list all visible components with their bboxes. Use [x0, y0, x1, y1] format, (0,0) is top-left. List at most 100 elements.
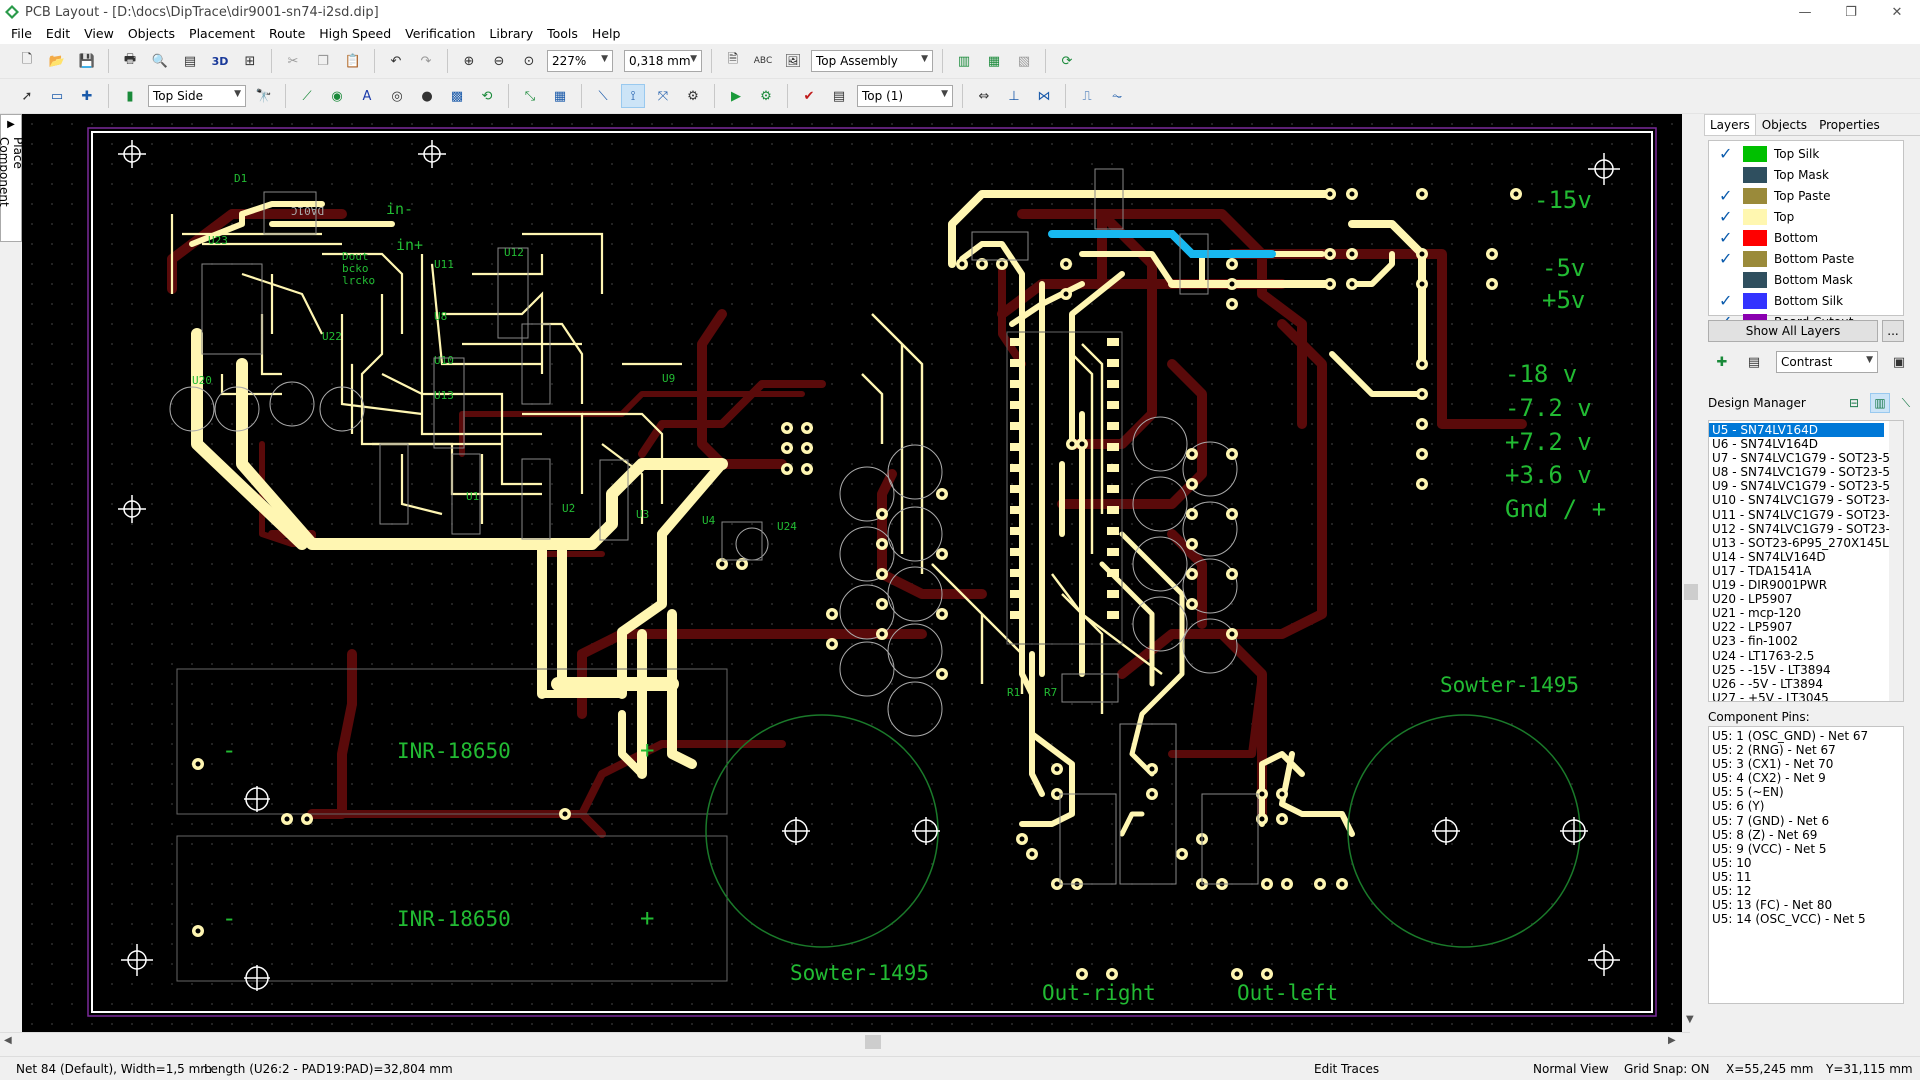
save-icon[interactable]: 💾 [78, 53, 96, 69]
minimize-button[interactable]: — [1798, 4, 1812, 20]
component-list-item[interactable]: U7 - SN74LVC1G79 - SOT23-5 [1712, 451, 1890, 466]
menu-placement[interactable]: Placement [189, 26, 255, 41]
find-icon[interactable]: 🔭 [255, 88, 273, 104]
view-mode-select[interactable]: Top Assembly▼ [811, 50, 933, 72]
add-layer-icon[interactable]: ✚ [1716, 354, 1728, 370]
component-list-item[interactable]: U24 - LT1763-2.5 [1712, 648, 1815, 663]
3d-view-icon[interactable]: 3D [211, 54, 229, 68]
pointer-icon[interactable]: ➚ [21, 88, 33, 104]
show-all-layers-button[interactable]: Show All Layers [1708, 320, 1878, 342]
vertical-scroll-thumb[interactable] [1684, 584, 1698, 600]
zoom-fit-icon[interactable]: ⊙ [523, 53, 535, 69]
menu-objects[interactable]: Objects [127, 26, 176, 41]
component-list-item[interactable]: U5 - SN74LV164D [1709, 423, 1884, 438]
unroute-icon[interactable]: ⤧ [657, 88, 669, 104]
origin-icon[interactable]: ✚ [81, 88, 93, 104]
tab-objects[interactable]: Objects [1761, 118, 1808, 132]
component-list-item[interactable]: U26 - -5V - LT3894 [1712, 676, 1824, 691]
spell-check-icon[interactable]: ABC [753, 56, 773, 66]
layer-color-swatch[interactable] [1743, 292, 1767, 309]
cut-icon[interactable]: ✂ [287, 53, 299, 69]
component-list-item[interactable]: U23 - fin-1002 [1712, 634, 1799, 649]
pin-list-item[interactable]: U5: 13 (FC) - Net 80 [1712, 898, 1833, 913]
components-view-icon[interactable]: ▥ [1870, 393, 1890, 413]
net-check-icon[interactable]: ▤ [832, 88, 846, 104]
restore-button[interactable]: ❐ [1845, 4, 1857, 20]
pin-list-item[interactable]: U5: 10 [1712, 855, 1752, 870]
layer-row[interactable]: ✓Bottom [1709, 227, 1903, 248]
panelize-icon[interactable]: ⊞ [244, 53, 256, 69]
zoom-in-icon[interactable]: ⊕ [463, 53, 475, 69]
layer-row[interactable]: ✓Bottom Paste [1709, 248, 1903, 269]
layer-visible-checkbox[interactable]: ✓ [1719, 248, 1733, 268]
scroll-right-icon[interactable]: ▶ [1668, 1035, 1676, 1046]
grid-icon[interactable]: ▦ [553, 88, 567, 104]
layer-row[interactable]: ✓Top Silk [1709, 143, 1903, 164]
filter-icon[interactable]: ⊟ [1848, 396, 1860, 410]
component-list-item[interactable]: U6 - SN74LV164D [1712, 437, 1818, 452]
component-list-item[interactable]: U12 - SN74LVC1G79 - SOT23-5 [1712, 521, 1898, 536]
layer-row[interactable]: Top Mask [1709, 164, 1903, 185]
copper-pour-icon[interactable]: ▩ [450, 88, 464, 104]
layer-visible-checkbox[interactable]: ✓ [1719, 206, 1733, 226]
layers-icon[interactable]: ▮ [126, 88, 134, 104]
selected-trace[interactable] [1048, 230, 1276, 258]
component-list-item[interactable]: U8 - SN74LVC1G79 - SOT23-5 [1712, 465, 1890, 480]
compare-icon[interactable]: ▧ [1017, 53, 1031, 69]
manual-route-icon[interactable]: ⟍ [598, 88, 608, 104]
pin-list-item[interactable]: U5: 11 [1712, 869, 1752, 884]
print-preview-icon[interactable]: 🔍 [151, 53, 169, 69]
via-icon[interactable]: ◎ [391, 88, 403, 104]
export-icon[interactable]: ▤ [183, 53, 197, 69]
layer-row[interactable]: ✓Top [1709, 206, 1903, 227]
differential-pair-icon[interactable]: ⊥ [1008, 88, 1020, 104]
zoom-out-icon[interactable]: ⊖ [493, 53, 505, 69]
component-list-item[interactable]: U19 - DIR9001PWR [1712, 578, 1828, 593]
component-list-item[interactable]: U22 - LP5907 [1712, 620, 1793, 635]
menu-help[interactable]: Help [591, 26, 621, 41]
redo-icon[interactable]: ↷ [420, 53, 432, 69]
properties-icon[interactable]: 🗎 [727, 52, 739, 67]
pin-list-item[interactable]: U5: 5 (~EN) [1712, 785, 1784, 800]
pcb-canvas[interactable]: -15v -5v +5v -18 v -7.2 v +7.2 v +3.6 v … [22, 114, 1682, 1032]
pad-icon[interactable]: ◉ [331, 88, 343, 104]
route-icon[interactable]: ⟋ [302, 88, 312, 104]
component-list-item[interactable]: U27 - +5V - LT3045 [1712, 690, 1829, 702]
meander-icon[interactable]: ⋈ [1037, 88, 1051, 104]
layer-row[interactable]: ✓Top Paste [1709, 185, 1903, 206]
ruler-icon[interactable]: ⤡ [524, 88, 536, 104]
menu-route[interactable]: Route [268, 26, 306, 41]
check-design-icon[interactable]: ✔ [803, 88, 815, 104]
component-list-item[interactable]: U20 - LP5907 [1712, 592, 1793, 607]
menu-edit[interactable]: Edit [45, 26, 71, 41]
pin-list-item[interactable]: U5: 3 (CX1) - Net 70 [1712, 757, 1834, 772]
menu-file[interactable]: File [11, 26, 32, 41]
scroll-icon[interactable]: ▭ [50, 88, 64, 104]
edit-traces-icon[interactable]: ⟟ [621, 84, 645, 108]
component-list-item[interactable]: U25 - -15V - LT3894 [1712, 662, 1831, 677]
tab-layers[interactable]: Layers [1704, 114, 1756, 135]
layer-select[interactable]: Top (1)▼ [857, 85, 953, 107]
route-setup-icon[interactable]: ⚙ [687, 88, 699, 104]
tab-properties[interactable]: Properties [1819, 118, 1880, 132]
layer-color-swatch[interactable] [1743, 166, 1767, 183]
close-button[interactable]: ✕ [1891, 4, 1903, 20]
layer-color-swatch[interactable] [1743, 145, 1767, 162]
pin-list-item[interactable]: U5: 7 (GND) - Net 6 [1712, 813, 1830, 828]
menu-view[interactable]: View [84, 26, 114, 41]
component-list-item[interactable]: U17 - TDA1541A [1712, 563, 1812, 578]
layer-color-swatch[interactable] [1743, 187, 1767, 204]
open-folder-icon[interactable]: 📂 [48, 53, 66, 69]
vertical-scrollbar[interactable]: ▼ [1682, 114, 1700, 1032]
component-list-item[interactable]: U9 - SN74LVC1G79 - SOT23-5 [1712, 479, 1890, 494]
net-connectivity-icon[interactable]: ▦ [987, 53, 1001, 69]
layer-visible-checkbox[interactable]: ✓ [1719, 227, 1733, 247]
layer-color-swatch[interactable] [1743, 208, 1767, 225]
pin-list-item[interactable]: U5: 6 (Y) [1712, 799, 1765, 814]
print-icon[interactable]: 🖶 [123, 52, 137, 67]
autorouter-settings-icon[interactable]: ⚙ [760, 88, 772, 104]
layer-row[interactable]: ✓Bottom Silk [1709, 290, 1903, 311]
pin-list-item[interactable]: U5: 8 (Z) - Net 69 [1712, 827, 1818, 842]
new-file-icon[interactable]: 🗋 [21, 52, 33, 67]
image-icon[interactable]: 🖼 [784, 53, 802, 69]
